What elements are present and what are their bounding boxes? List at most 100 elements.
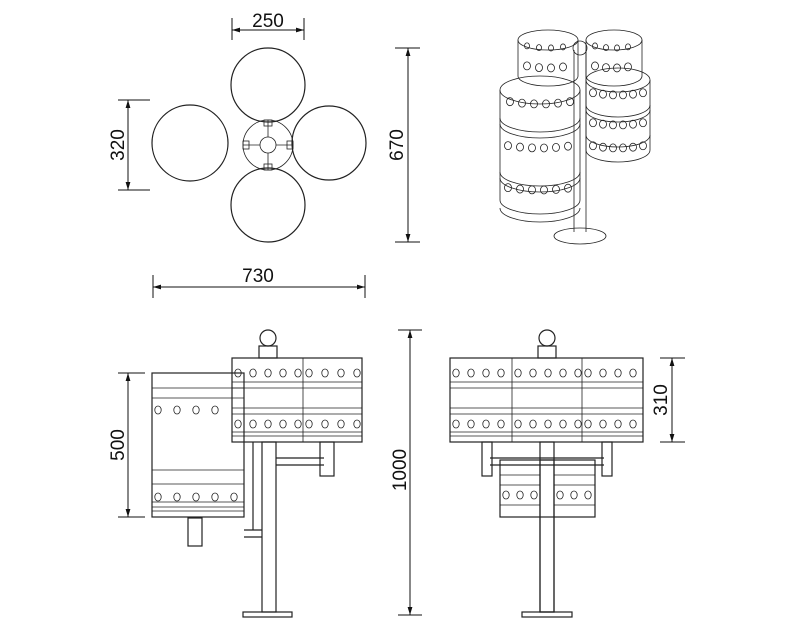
perforation-hole [599, 142, 607, 152]
perforation-hole [584, 490, 592, 500]
dim-310: 310 [651, 384, 672, 416]
front-view [151, 329, 363, 618]
perforation-hole [609, 120, 617, 130]
perforation-hole [629, 119, 637, 129]
perforation-hole [552, 185, 560, 194]
perforation-hole [529, 368, 537, 378]
perforation-hole [305, 419, 313, 429]
perforation-hole [614, 419, 622, 429]
side-view [449, 329, 644, 618]
perforation-hole [629, 89, 637, 99]
perforation-hole [589, 88, 597, 98]
perforation-hole [524, 42, 530, 50]
perforation-hole [234, 368, 242, 378]
perforation-hole [547, 63, 555, 73]
perforation-hole [528, 185, 536, 195]
perforation-hole [619, 120, 627, 130]
perforation-hole [614, 44, 620, 52]
dim-1000: 1000 [390, 449, 411, 491]
perforation-hole [639, 88, 647, 98]
perforation-hole [570, 490, 578, 500]
dim-500: 500 [108, 429, 129, 461]
perforation-hole [321, 368, 329, 378]
perforation-hole [211, 492, 219, 502]
perforation-hole [353, 368, 361, 378]
perforation-hole [574, 368, 582, 378]
perforation-hole [305, 368, 313, 378]
perforation-hole [556, 490, 564, 500]
dim-670: 670 [387, 129, 408, 161]
perforation-hole [518, 98, 526, 108]
perforation-hole [589, 118, 597, 128]
perforation-hole [516, 184, 524, 194]
perforation-hole [452, 368, 460, 378]
perforation-hole [264, 419, 272, 429]
perforation-hole [629, 368, 637, 378]
perforation-hole [497, 419, 505, 429]
perforation-hole [624, 62, 632, 72]
perforation-hole [529, 419, 537, 429]
perforation-hole [452, 419, 460, 429]
perforation-hole [230, 492, 238, 502]
perforation-hole [559, 368, 567, 378]
perforation-hole [249, 368, 257, 378]
perforation-hole [482, 368, 490, 378]
perforation-hole [249, 419, 257, 429]
isometric-view [499, 29, 651, 245]
perforation-hole [514, 419, 522, 429]
perforation-hole [154, 405, 162, 415]
perforation-hole [599, 419, 607, 429]
perforation-hole [211, 405, 219, 415]
perforation-hole [173, 405, 181, 415]
perforation-hole [467, 419, 475, 429]
perforation-hole [506, 97, 514, 107]
perforation-hole [482, 419, 490, 429]
perforation-hole [629, 142, 637, 152]
dim-320: 320 [108, 129, 129, 161]
perforation-hole [614, 368, 622, 378]
perforation-hole [279, 368, 287, 378]
perforation-hole [599, 119, 607, 129]
perforation-hole [574, 419, 582, 429]
perforation-hole [540, 143, 548, 153]
perforation-hole [353, 419, 361, 429]
perforation-hole [559, 419, 567, 429]
dim-730: 730 [242, 266, 274, 287]
perforation-hole [504, 141, 512, 151]
perforation-hole [566, 97, 574, 107]
perforation-hole [559, 62, 567, 72]
perforation-hole [609, 143, 617, 153]
perforation-hole [544, 368, 552, 378]
dim-250: 250 [252, 11, 284, 32]
perforation-hole [528, 143, 536, 153]
perforation-hole [609, 90, 617, 100]
perforation-hole [584, 368, 592, 378]
perforation-hole [535, 63, 543, 73]
perforation-hole [544, 419, 552, 429]
perforation-hole [592, 42, 598, 50]
perforation-hole [629, 419, 637, 429]
perforation-hole [264, 368, 272, 378]
perforation-hole [279, 419, 287, 429]
perforation-hole [603, 44, 609, 52]
perforation-hole [154, 492, 162, 502]
perforation-hole [564, 141, 572, 151]
top-view [151, 47, 367, 243]
perforation-hole [523, 61, 531, 71]
perforation-hole [591, 61, 599, 71]
perforation-hole [639, 118, 647, 128]
perforation-hole [589, 141, 597, 151]
perforation-hole [321, 419, 329, 429]
perforation-hole [602, 63, 610, 73]
perforation-hole [173, 492, 181, 502]
perforation-hole [540, 185, 548, 195]
dimensions: 250 320 670 730 500 1000 310 [108, 11, 685, 616]
perforation-hole [514, 368, 522, 378]
perforation-hole [294, 368, 302, 378]
perforation-hole [467, 368, 475, 378]
perforation-hole [639, 141, 647, 151]
perforation-hole [234, 419, 242, 429]
perforation-hole [619, 143, 627, 153]
perforation-hole [516, 142, 524, 152]
